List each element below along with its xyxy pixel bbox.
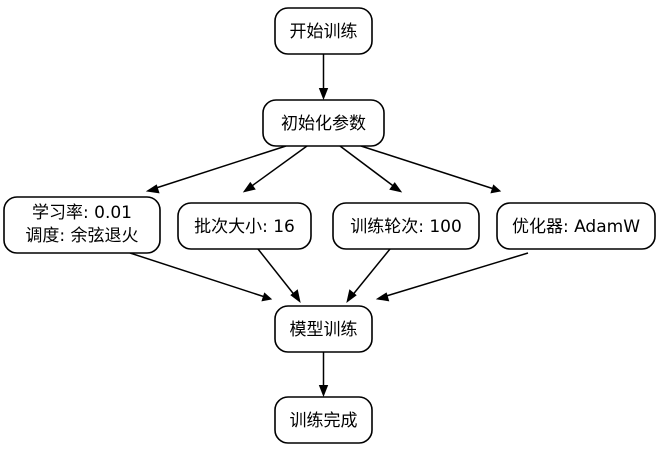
node-start-training[interactable]: 开始训练 [274,7,373,55]
node-model-training[interactable]: 模型训练 [274,305,373,353]
edge-layer [129,54,529,397]
node-start-training-label: 开始训练 [290,22,358,42]
edge-batch-size-to-train [257,248,301,303]
node-initialize-parameters[interactable]: 初始化参数 [262,99,385,147]
node-batch-size[interactable]: 批次大小: 16 [177,202,312,250]
node-optimizer-label: 优化器: AdamW [512,217,640,237]
edge-learning-rate-to-train [129,252,273,302]
node-training-complete-label: 训练完成 [290,411,358,431]
edge-optimizer-to-train [375,252,529,302]
edge-init-to-batch-size [242,145,308,193]
edge-train-to-done [318,352,329,397]
node-layer: 开始训练 初始化参数 学习率: 0.01 调度: 余弦退火 批次大小: 16 训… [3,7,656,444]
node-learning-rate-label-line1: 学习率: 0.01 [32,203,132,223]
node-batch-size-label: 批次大小: 16 [194,217,295,237]
node-training-complete[interactable]: 训练完成 [274,396,373,444]
node-epochs[interactable]: 训练轮次: 100 [332,202,480,250]
edge-init-to-learning-rate [145,145,287,194]
edge-epochs-to-train [346,248,391,303]
node-model-training-label: 模型训练 [290,320,358,340]
node-optimizer[interactable]: 优化器: AdamW [496,202,656,250]
edge-start-to-init [318,54,329,100]
node-initialize-parameters-label: 初始化参数 [281,114,366,134]
edge-init-to-epochs [339,145,403,193]
node-learning-rate-label-line2: 调度: 余弦退火 [25,226,138,246]
edge-init-to-optimizer [360,145,502,194]
node-epochs-label: 训练轮次: 100 [350,217,462,237]
node-learning-rate[interactable]: 学习率: 0.01 调度: 余弦退火 [3,196,161,254]
